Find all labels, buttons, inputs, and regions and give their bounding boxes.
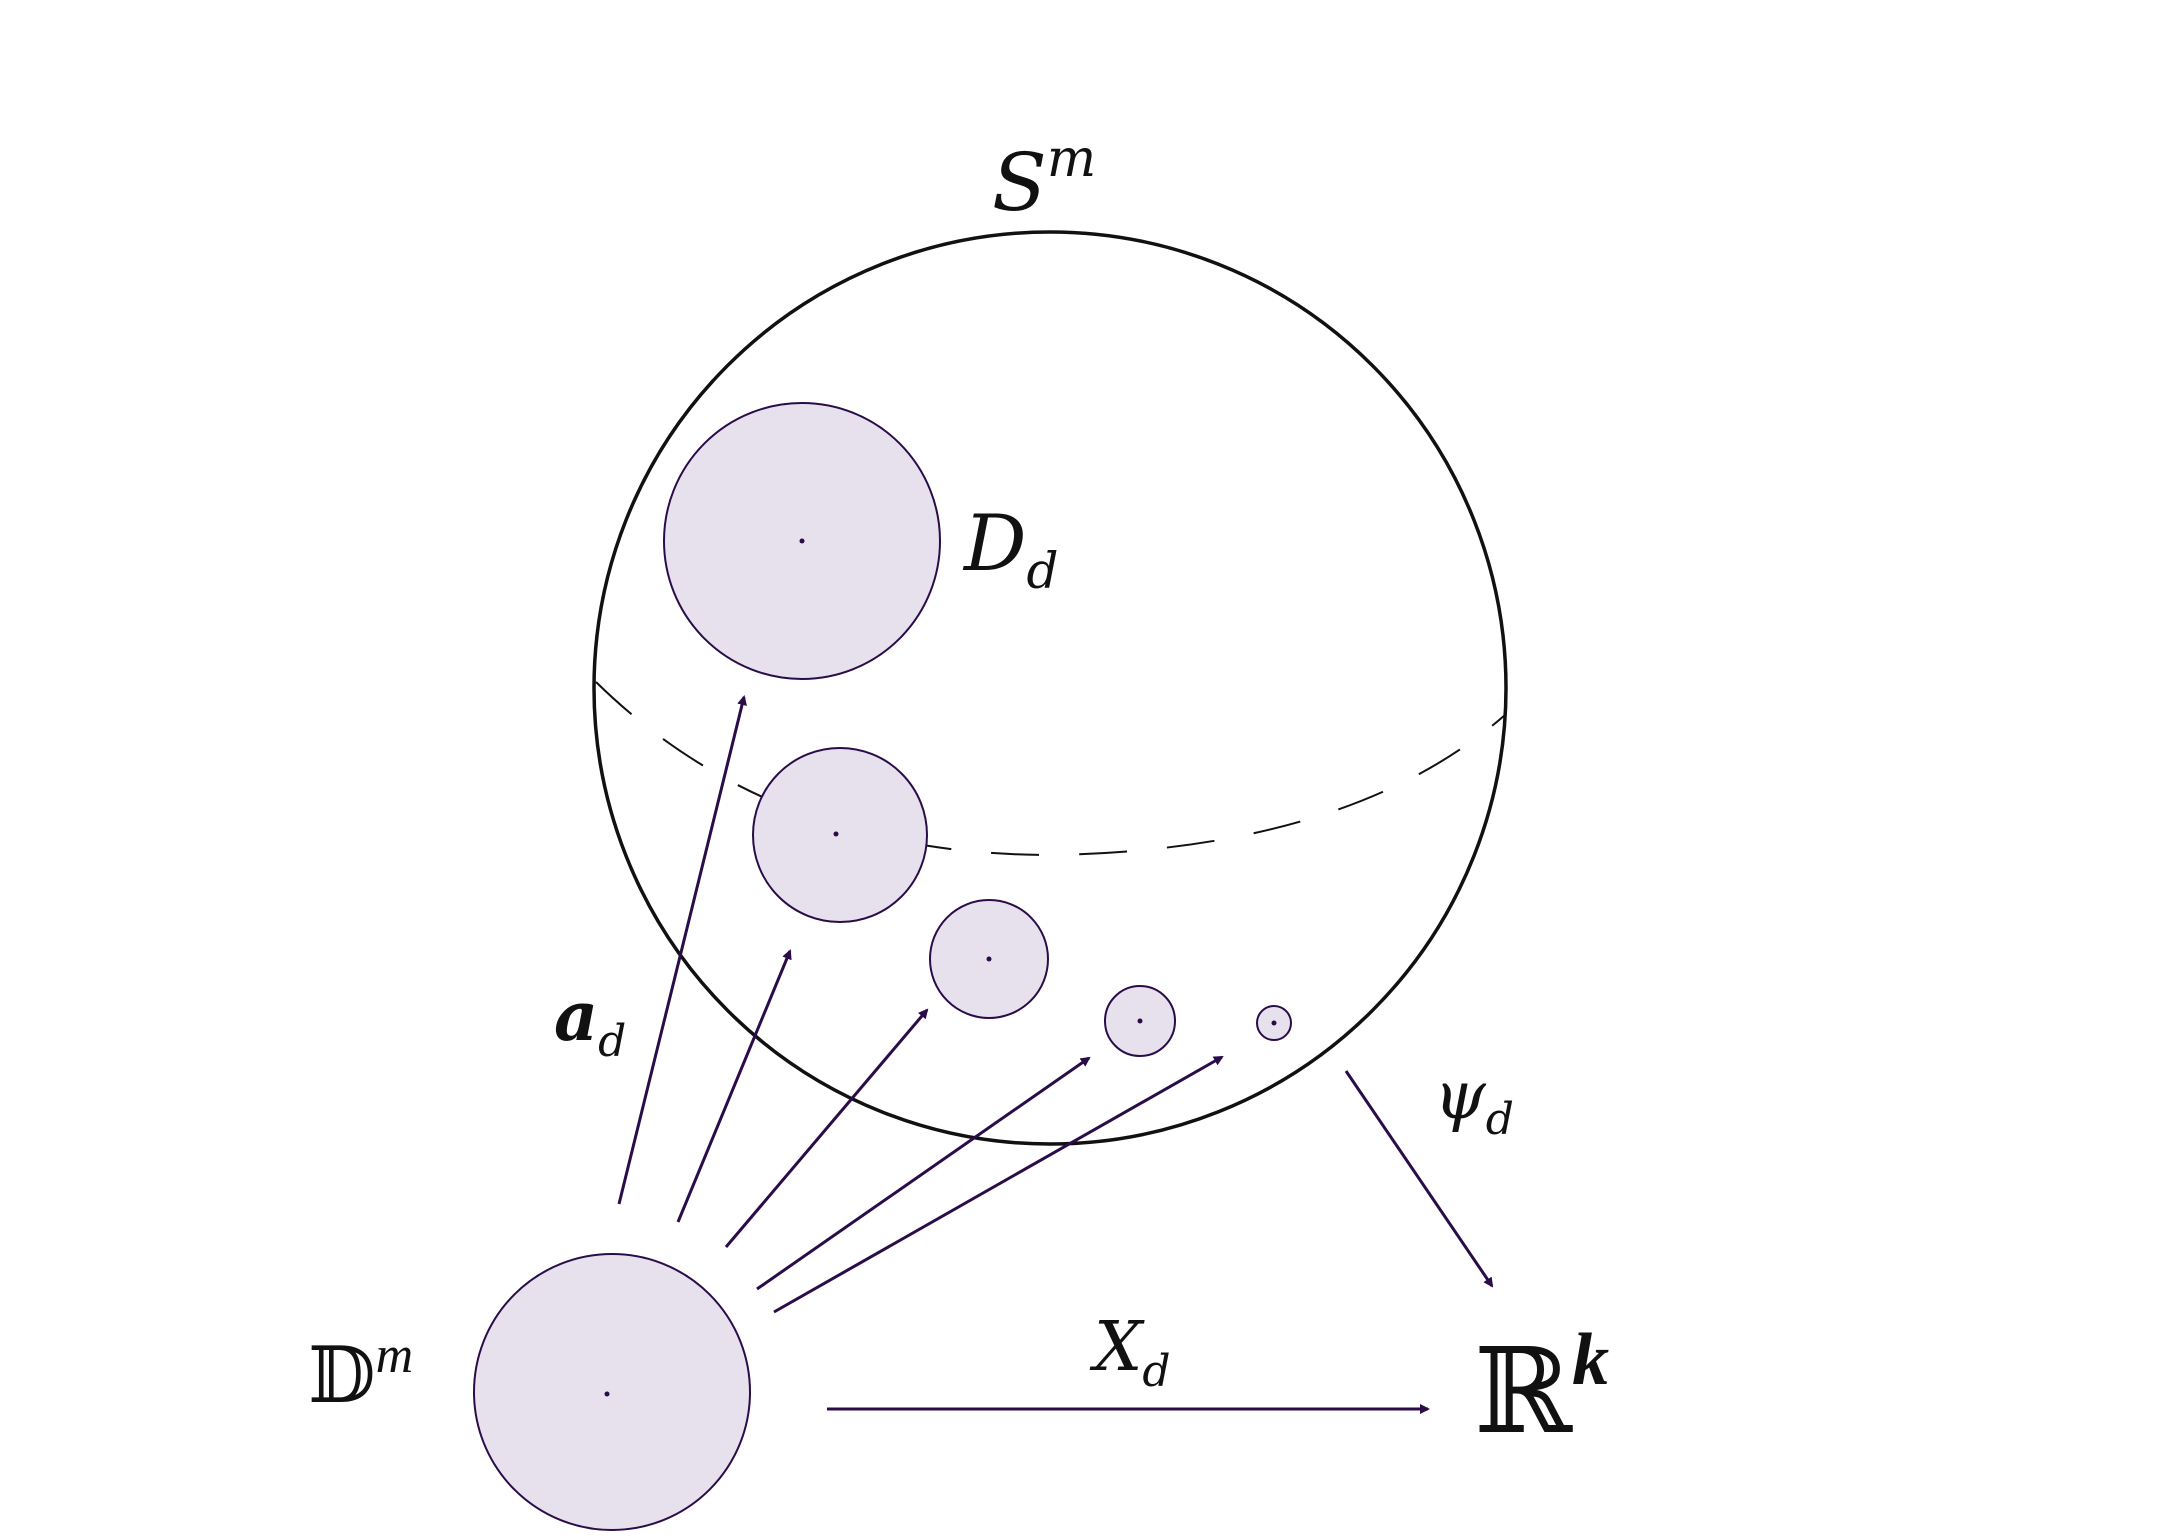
disk-center-dot bbox=[1137, 1018, 1143, 1024]
maps-a-arrows bbox=[617, 695, 1224, 1314]
disk-center-dot bbox=[1271, 1020, 1277, 1026]
arrow-a-5 bbox=[773, 1055, 1224, 1314]
arrow-a-3 bbox=[724, 1008, 929, 1248]
arrow-a-2 bbox=[676, 949, 792, 1223]
disks-group bbox=[663, 402, 1292, 1057]
arrow-a-1 bbox=[617, 695, 747, 1205]
label-map-psi: ψd bbox=[1434, 1057, 1514, 1145]
disk-center-dot bbox=[986, 956, 992, 962]
arrow-psi bbox=[1344, 1070, 1494, 1288]
sphere-equator bbox=[595, 681, 1506, 857]
label-target: ℝk bbox=[1474, 1319, 1609, 1458]
domain-disk-center-dot bbox=[604, 1391, 610, 1397]
label-disk: Dd bbox=[962, 499, 1059, 600]
arrow-a-4 bbox=[756, 1056, 1091, 1291]
label-domain: 𝔻m bbox=[308, 1327, 413, 1419]
disk-center-dot bbox=[799, 538, 805, 544]
disk-2 bbox=[752, 747, 928, 923]
label-sphere: Sm bbox=[992, 129, 1096, 229]
label-map-a: ad bbox=[554, 977, 626, 1067]
domain-disk bbox=[473, 1253, 751, 1531]
disk-center-dot bbox=[833, 831, 839, 837]
sphere-outline bbox=[592, 230, 1508, 1146]
label-map-X: Xd bbox=[1089, 1308, 1171, 1397]
